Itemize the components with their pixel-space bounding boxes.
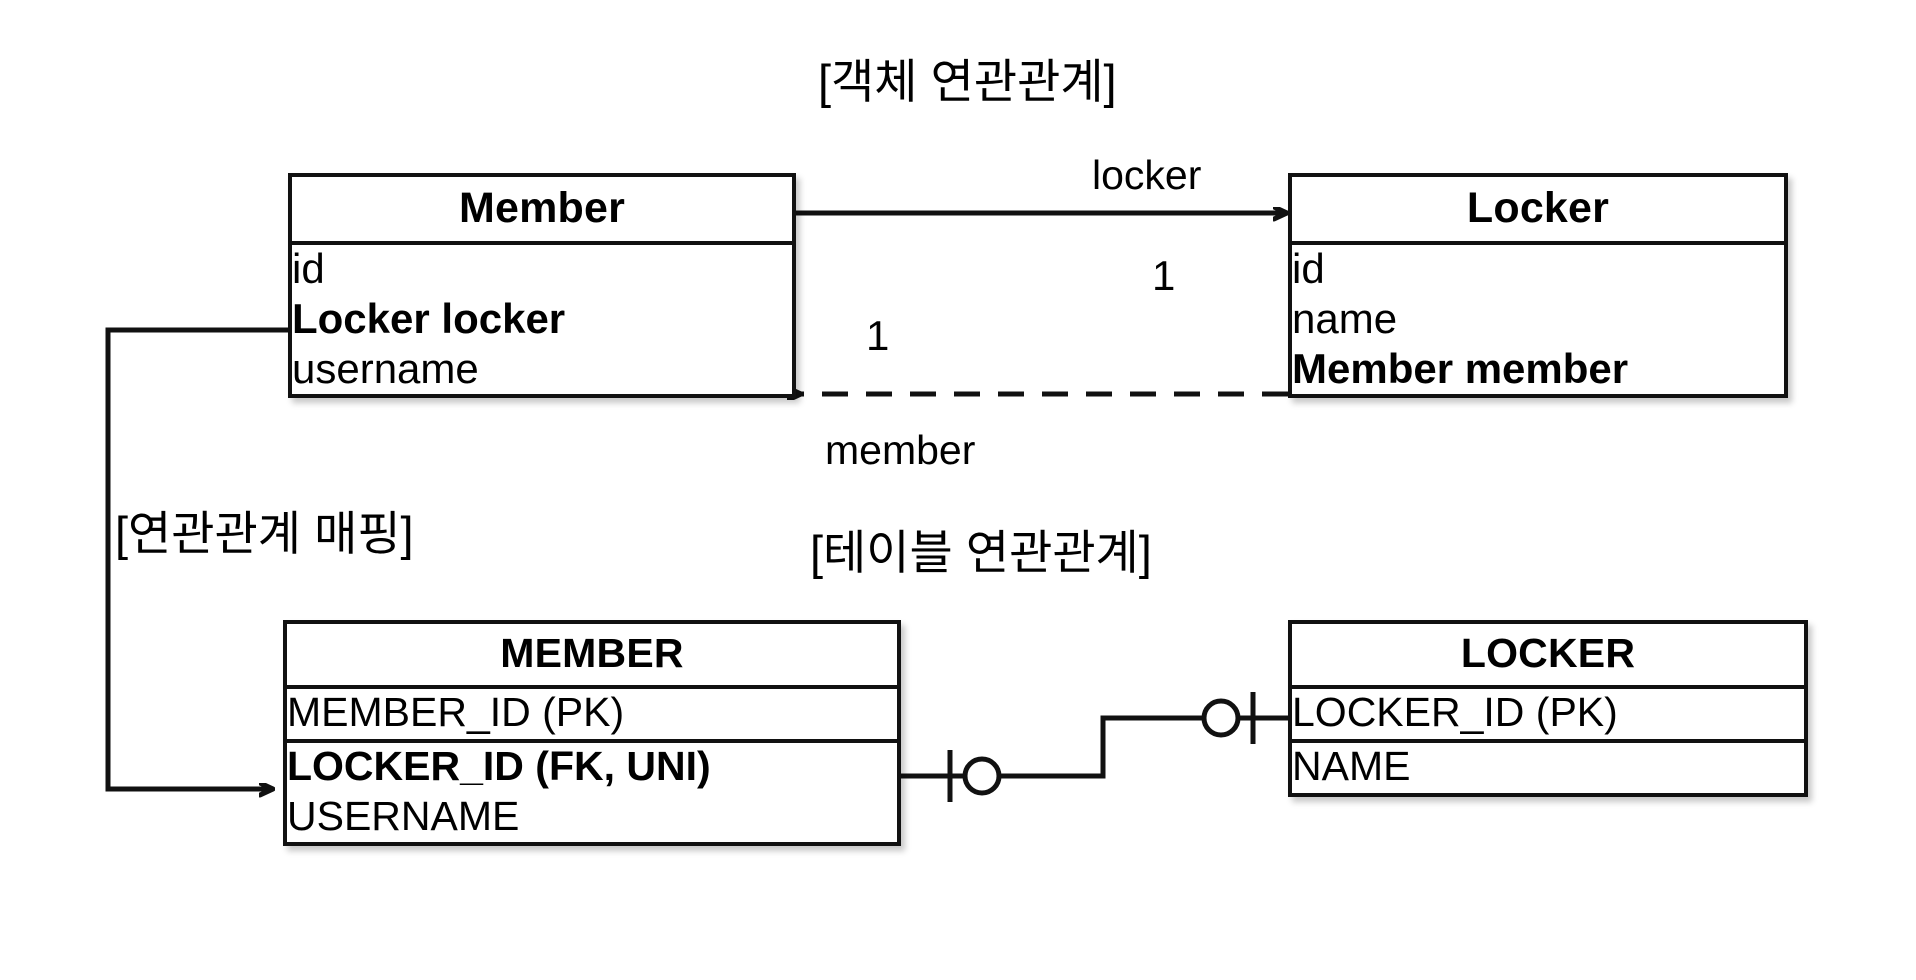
table-locker-divider-1 [1292, 685, 1804, 689]
table-member-column-username: USERNAME [287, 792, 520, 839]
table-member-divider-2 [287, 738, 897, 743]
entity-member-divider [292, 241, 792, 245]
entity-locker-divider [1292, 241, 1784, 245]
table-member[interactable]: MEMBER MEMBER_ID (PK) LOCKER_ID (FK, UNI… [283, 620, 901, 847]
table-member-column-member-id: MEMBER_ID (PK) [287, 689, 625, 735]
edge-label-member: member [825, 427, 976, 473]
table-member-column-locker-id: LOCKER_ID (FK, UNI) [287, 742, 711, 789]
entity-locker[interactable]: Locker id name Member member [1288, 173, 1788, 399]
table-member-title: MEMBER [500, 630, 684, 676]
section-title-relation-mapping: [연관관계 매핑] [115, 507, 414, 560]
section-title-table-relation: [테이블 연관관계] [810, 526, 1152, 579]
entity-member-field-locker: Locker locker [292, 294, 566, 342]
table-member-divider-1 [287, 685, 897, 689]
entity-locker-field-member: Member member [1292, 344, 1629, 392]
table-locker-column-name: NAME [1292, 742, 1411, 789]
entity-member-field-username: username [292, 344, 479, 392]
table-locker-column-locker-id: LOCKER_ID (PK) [1292, 689, 1618, 735]
entity-member-title: Member [458, 184, 626, 232]
edge-multiplicity-member: 1 [866, 312, 890, 359]
entity-member-field-id: id [292, 245, 325, 292]
section-title-object-relation: [객체 연관관계] [818, 55, 1117, 108]
entity-locker-field-id: id [1292, 245, 1325, 292]
entity-member[interactable]: Member id Locker locker username [288, 173, 796, 399]
table-locker-title: LOCKER [1460, 630, 1636, 676]
table-locker-divider-2 [1292, 738, 1804, 743]
entity-locker-field-name: name [1292, 294, 1398, 342]
table-locker[interactable]: LOCKER LOCKER_ID (PK) NAME [1288, 620, 1808, 797]
edge-table-join [901, 692, 1288, 802]
edge-label-locker: locker [1092, 152, 1202, 198]
edge-multiplicity-locker: 1 [1152, 252, 1176, 299]
entity-locker-title: Locker [1466, 184, 1610, 232]
